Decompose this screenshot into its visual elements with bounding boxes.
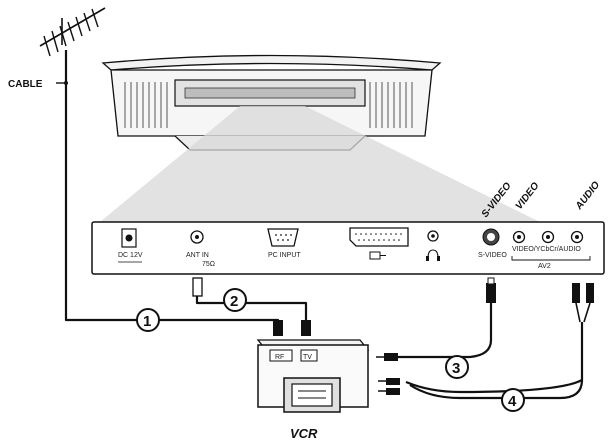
antenna	[39, 7, 106, 57]
cable-4	[378, 283, 594, 400]
pc-input-label: PC INPUT	[268, 252, 301, 259]
dc-12v-label: DC 12V	[118, 252, 143, 259]
av2-label: AV2	[538, 263, 551, 270]
dc-12v-jack: DC 12V	[118, 228, 143, 263]
ant-in-label: ANT IN	[186, 252, 209, 259]
ant-in-jack: ANT IN 75Ω	[186, 230, 215, 268]
vcr-rf-label: RF	[275, 354, 284, 361]
callout-3: 3	[445, 355, 469, 379]
vcr-plug-2	[301, 320, 311, 336]
vcr-device: RF TV	[256, 339, 370, 413]
callout-1: 1	[136, 308, 160, 332]
connector-panel: DC 12V ANT IN 75Ω PC INPUT	[91, 221, 605, 275]
vcr-label: VCR	[290, 426, 318, 441]
callout-4-number: 4	[508, 393, 517, 410]
vcr-plug-1	[273, 320, 283, 336]
audio-heading: AUDIO	[573, 180, 602, 213]
audio-r-jack	[570, 230, 584, 244]
callout-2-number: 2	[230, 293, 238, 310]
scart-port	[349, 227, 409, 260]
cable-3	[376, 277, 496, 361]
av-inputs-label: VIDEO/YCbCr/AUDIO	[512, 246, 581, 253]
pc-input-port: PC INPUT	[267, 228, 301, 259]
callout-3-number: 3	[452, 360, 460, 377]
video-jack	[512, 230, 526, 244]
callout-1-number: 1	[143, 313, 151, 330]
cable-2	[192, 277, 308, 330]
s-video-panel-label: S-VIDEO	[478, 252, 507, 259]
s-video-jack: S-VIDEO	[478, 228, 507, 259]
cable-label: CABLE	[8, 79, 43, 90]
audio-l-jack	[541, 230, 555, 244]
vcr-tv-label: TV	[303, 354, 312, 361]
callout-2: 2	[223, 288, 247, 312]
callout-4: 4	[501, 388, 525, 412]
headphone-jack	[426, 230, 440, 261]
ant-in-impedance: 75Ω	[202, 261, 215, 268]
video-heading: VIDEO	[514, 180, 542, 211]
zoom-beam	[100, 106, 540, 222]
